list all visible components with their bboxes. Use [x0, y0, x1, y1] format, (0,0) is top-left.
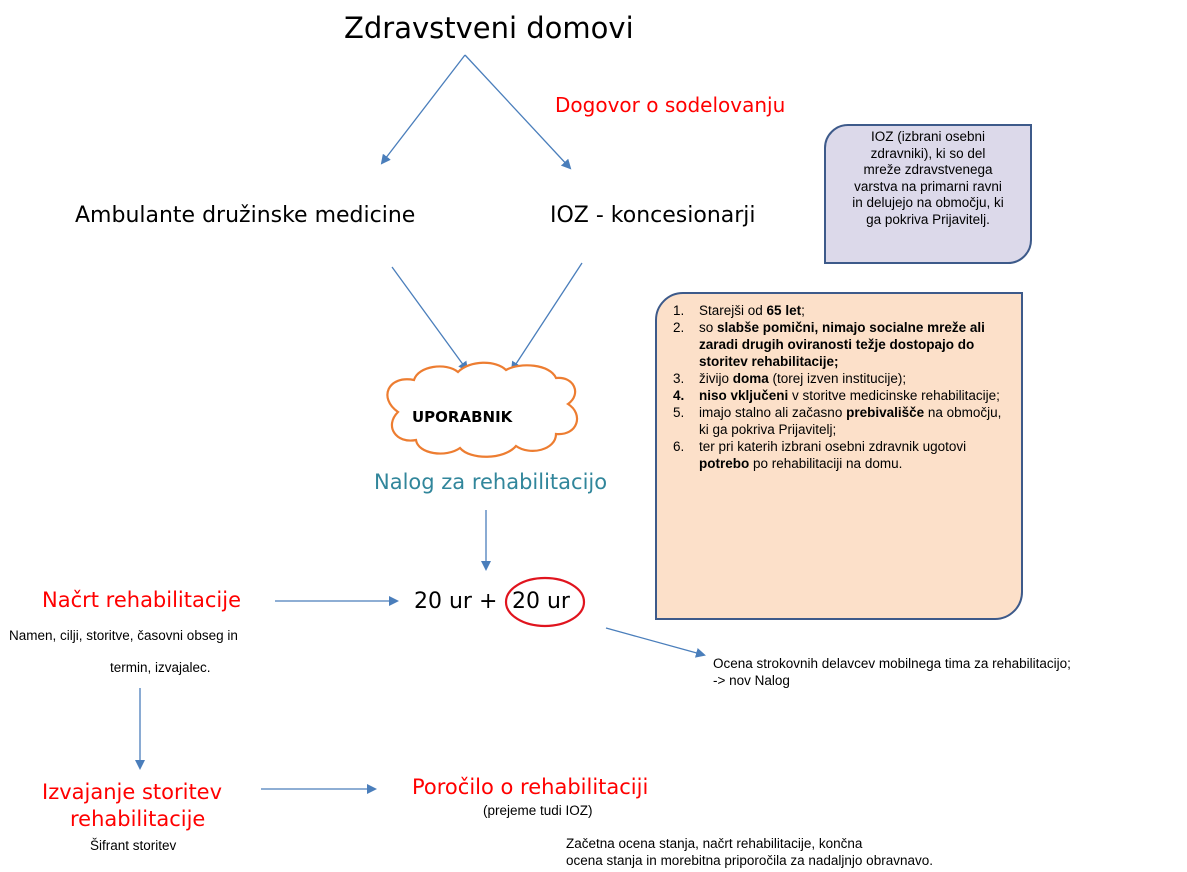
ioz-line: varstva na primarni ravni	[854, 178, 1002, 194]
criteria-text: (torej izven institucije);	[768, 371, 907, 386]
arrow-right-to-user	[510, 262, 583, 372]
criteria-number: 3.	[673, 371, 685, 386]
execution-title-line2: rehabilitacije	[70, 807, 206, 831]
criteria-item: 3. živijo doma (torej izven institucije);	[669, 370, 1013, 387]
criteria-bold: potrebo	[699, 456, 750, 471]
hours-extra-label: 20 ur	[512, 589, 570, 614]
criteria-bold: slabše pomični, nimajo socialne mreže al…	[699, 320, 985, 369]
criteria-item: 1. Starejši od 65 let;	[669, 302, 1013, 319]
report-title: Poročilo o rehabilitaciji	[412, 775, 649, 799]
arrow-hours-to-evaluation	[605, 627, 706, 658]
codes-label: Šifrant storitev	[90, 838, 177, 853]
criteria-item: 6. ter pri katerih izbrani osebni zdravni…	[669, 438, 1013, 472]
criteria-text: ter pri katerih izbrani osebni zdravnik …	[699, 439, 967, 454]
criteria-box: 1. Starejši od 65 let; 2. so slabše pomičn…	[655, 292, 1023, 620]
highlight-ellipse	[504, 576, 586, 628]
plan-description-line2: termin, izvajalec.	[110, 660, 211, 675]
criteria-number: 4.	[673, 388, 685, 403]
report-description-line1: Začetna ocena stanja, načrt rehabilitaci…	[566, 836, 863, 851]
ioz-line: ga pokriva Prijavitelj.	[866, 211, 990, 227]
criteria-bold: doma	[732, 371, 769, 386]
ioz-line: mreže zdravstvenega	[863, 162, 993, 177]
ioz-line: IOZ (izbrani osebni	[870, 129, 986, 144]
report-subtitle: (prejeme tudi IOZ)	[483, 803, 593, 818]
criteria-item: 4. niso vključeni v storitve medicinske r…	[669, 387, 1013, 404]
criteria-text: imajo stalno ali začasno	[699, 405, 847, 420]
criteria-text: po rehabilitaciji na domu.	[749, 456, 903, 471]
left-branch: Ambulante družinske medicine	[75, 203, 416, 228]
criteria-bold: 65 let	[766, 303, 802, 318]
hours-label: 20 ur +	[414, 589, 498, 614]
evaluation-line2: -> nov Nalog	[713, 673, 790, 688]
criteria-number: 5.	[673, 405, 685, 420]
plan-description-line1: Namen, cilji, storitve, časovni obseg in	[9, 628, 238, 643]
criteria-text: ;	[801, 303, 805, 318]
ioz-line: in delujejo na območju, ki	[852, 195, 1004, 210]
user-label: UPORABNIK	[412, 408, 513, 426]
criteria-bold: prebivališče	[846, 405, 925, 420]
agreement-label: Dogovor o sodelovanju	[555, 93, 786, 117]
criteria-number: 2.	[673, 320, 685, 335]
arrow-title-to-right	[464, 54, 572, 170]
criteria-text: v storitve medicinske rehabilitacije;	[788, 388, 1000, 403]
report-description-line2: ocena stanja in morebitna priporočila za…	[566, 853, 933, 868]
plan-title: Načrt rehabilitacije	[42, 588, 242, 612]
criteria-number: 6.	[673, 439, 685, 454]
evaluation-line1: Ocena strokovnih delavcev mobilnega tima…	[713, 656, 1071, 671]
criteria-bold: niso vključeni	[699, 388, 789, 403]
execution-title-line1: Izvajanje storitev	[42, 780, 223, 804]
arrow-title-to-left	[380, 54, 466, 165]
criteria-number: 1.	[673, 303, 685, 318]
ioz-line: zdravniki), ki so del	[870, 145, 986, 161]
criteria-text: na območju, ki ga pokriva Prijavitelj;	[699, 405, 1002, 437]
criteria-text: Starejši od	[699, 303, 767, 318]
ioz-info-box: IOZ (izbrani osebni zdravniki), ki so de…	[824, 124, 1032, 264]
criteria-item: 2. so slabše pomični, nimajo socialne mre…	[669, 319, 1013, 370]
cloud-shape	[386, 361, 579, 458]
criteria-text: so	[699, 320, 718, 335]
referral-label: Nalog za rehabilitacijo	[374, 470, 608, 494]
right-branch: IOZ - koncesionarji	[550, 203, 756, 228]
criteria-text: živijo	[699, 371, 733, 386]
criteria-item: 5.imajo stalno ali začasno prebivališče …	[669, 404, 1013, 438]
title: Zdravstveni domovi	[344, 11, 634, 45]
arrow-left-to-user	[391, 266, 469, 372]
